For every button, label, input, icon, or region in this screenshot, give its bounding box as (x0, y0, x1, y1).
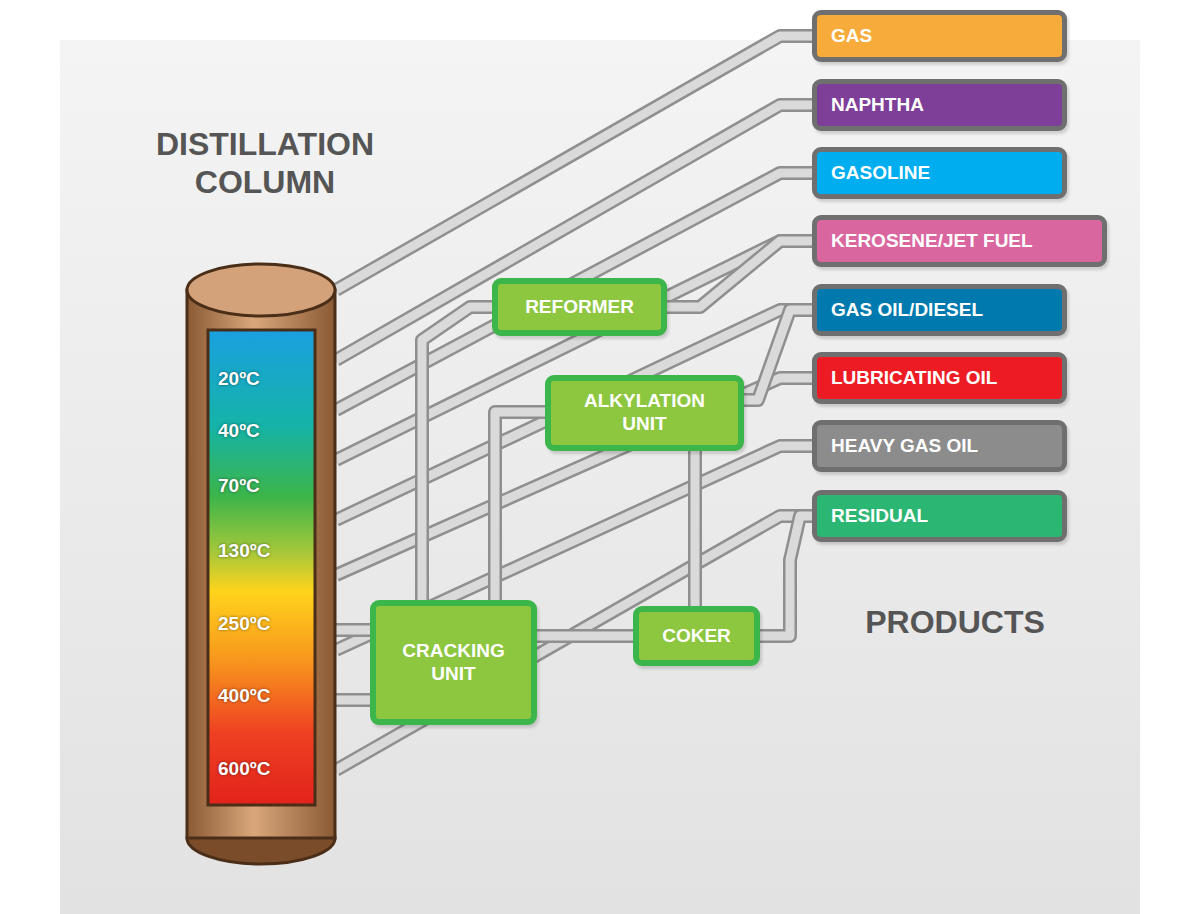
pipe-outline (688, 451, 702, 606)
pipe-fill (495, 412, 545, 600)
unit-name: COKER (662, 625, 731, 648)
product-name: GASOLINE (831, 162, 930, 184)
temperature-label: 20ºC (218, 368, 260, 390)
pipe-fill (336, 516, 812, 770)
product-box: GASOLINE (812, 147, 1067, 199)
pipe-fill (336, 241, 812, 460)
unit-name: REFORMER (525, 296, 634, 319)
column-top (187, 264, 335, 316)
pipe-fill (336, 626, 370, 635)
pipe-fill (336, 310, 812, 520)
pipe-connector (336, 516, 812, 770)
section-label: PRODUCTS (830, 603, 1080, 641)
pipe-connector (695, 451, 696, 606)
product-name: LUBRICATING OIL (831, 367, 997, 389)
pipe-outline (336, 623, 370, 637)
pipe-connector (667, 241, 812, 307)
pipe-fill (336, 696, 370, 705)
product-box: GAS OIL/DIESEL (812, 284, 1067, 336)
product-box: KEROSENE/JET FUEL (812, 215, 1107, 267)
pipe-outline (744, 310, 812, 400)
pipe-fill (537, 632, 633, 641)
pipe-outline (336, 241, 812, 460)
pipe-fill (336, 36, 812, 290)
pipe-fill (760, 516, 812, 636)
product-name: RESIDUAL (831, 505, 928, 527)
backdrop (60, 40, 1140, 914)
pipe-fill (744, 310, 812, 400)
pipe-outline (336, 36, 812, 290)
temperature-label: 130ºC (218, 540, 270, 562)
pipe-outline (336, 516, 812, 770)
pipe-outline (422, 307, 492, 600)
process-unit-box: COKER (633, 606, 760, 666)
pipe-outline (537, 629, 633, 643)
pipe-fill (691, 451, 700, 606)
pipe-outline (667, 241, 812, 307)
product-box: RESIDUAL (812, 490, 1067, 542)
product-name: GAS (831, 25, 872, 47)
temperature-panel (208, 330, 315, 805)
unit-name: ALKYLATION UNIT (561, 390, 728, 436)
temperature-label: 600ºC (218, 758, 270, 780)
column-body (187, 290, 335, 838)
pipe-connector (760, 516, 812, 636)
product-name: HEAVY GAS OIL (831, 435, 978, 457)
pipe-outline (336, 310, 812, 520)
pipe-connector (336, 700, 370, 701)
product-box: HEAVY GAS OIL (812, 420, 1067, 472)
pipe-fill (667, 241, 812, 307)
pipe-connector (744, 310, 812, 400)
temperature-label: 40ºC (218, 420, 260, 442)
pipe-connector (422, 307, 492, 600)
pipe-connector (336, 36, 812, 290)
process-unit-box: REFORMER (492, 278, 667, 336)
pipe-outline (495, 412, 545, 600)
column-node: 20ºC 40ºC 70ºC 130ºC 250ºC 400ºC 600ºC (188, 260, 336, 820)
product-name: GAS OIL/DIESEL (831, 299, 983, 321)
pipe-connector (336, 310, 812, 520)
pipe-fill (422, 307, 492, 600)
pipe-connector (336, 630, 370, 631)
product-name: NAPHTHA (831, 94, 924, 116)
product-box: GAS (812, 10, 1067, 62)
product-box: NAPHTHA (812, 79, 1067, 131)
process-unit-box: ALKYLATION UNIT (545, 375, 744, 451)
temperature-label: 70ºC (218, 475, 260, 497)
unit-name: CRACKING UNIT (386, 640, 521, 686)
pipe-connector (495, 412, 545, 600)
product-box: LUBRICATING OIL (812, 352, 1067, 404)
pipe-connector (336, 241, 812, 460)
temperature-label: 400ºC (218, 685, 270, 707)
diagram-title: DISTILLATION COLUMN (110, 125, 420, 202)
pipe-outline (336, 693, 370, 707)
pipe-connector (537, 636, 633, 637)
process-unit-box: CRACKING UNIT (370, 600, 537, 725)
product-name: KEROSENE/JET FUEL (831, 230, 1033, 252)
pipe-outline (760, 516, 812, 636)
temperature-label: 250ºC (218, 613, 270, 635)
